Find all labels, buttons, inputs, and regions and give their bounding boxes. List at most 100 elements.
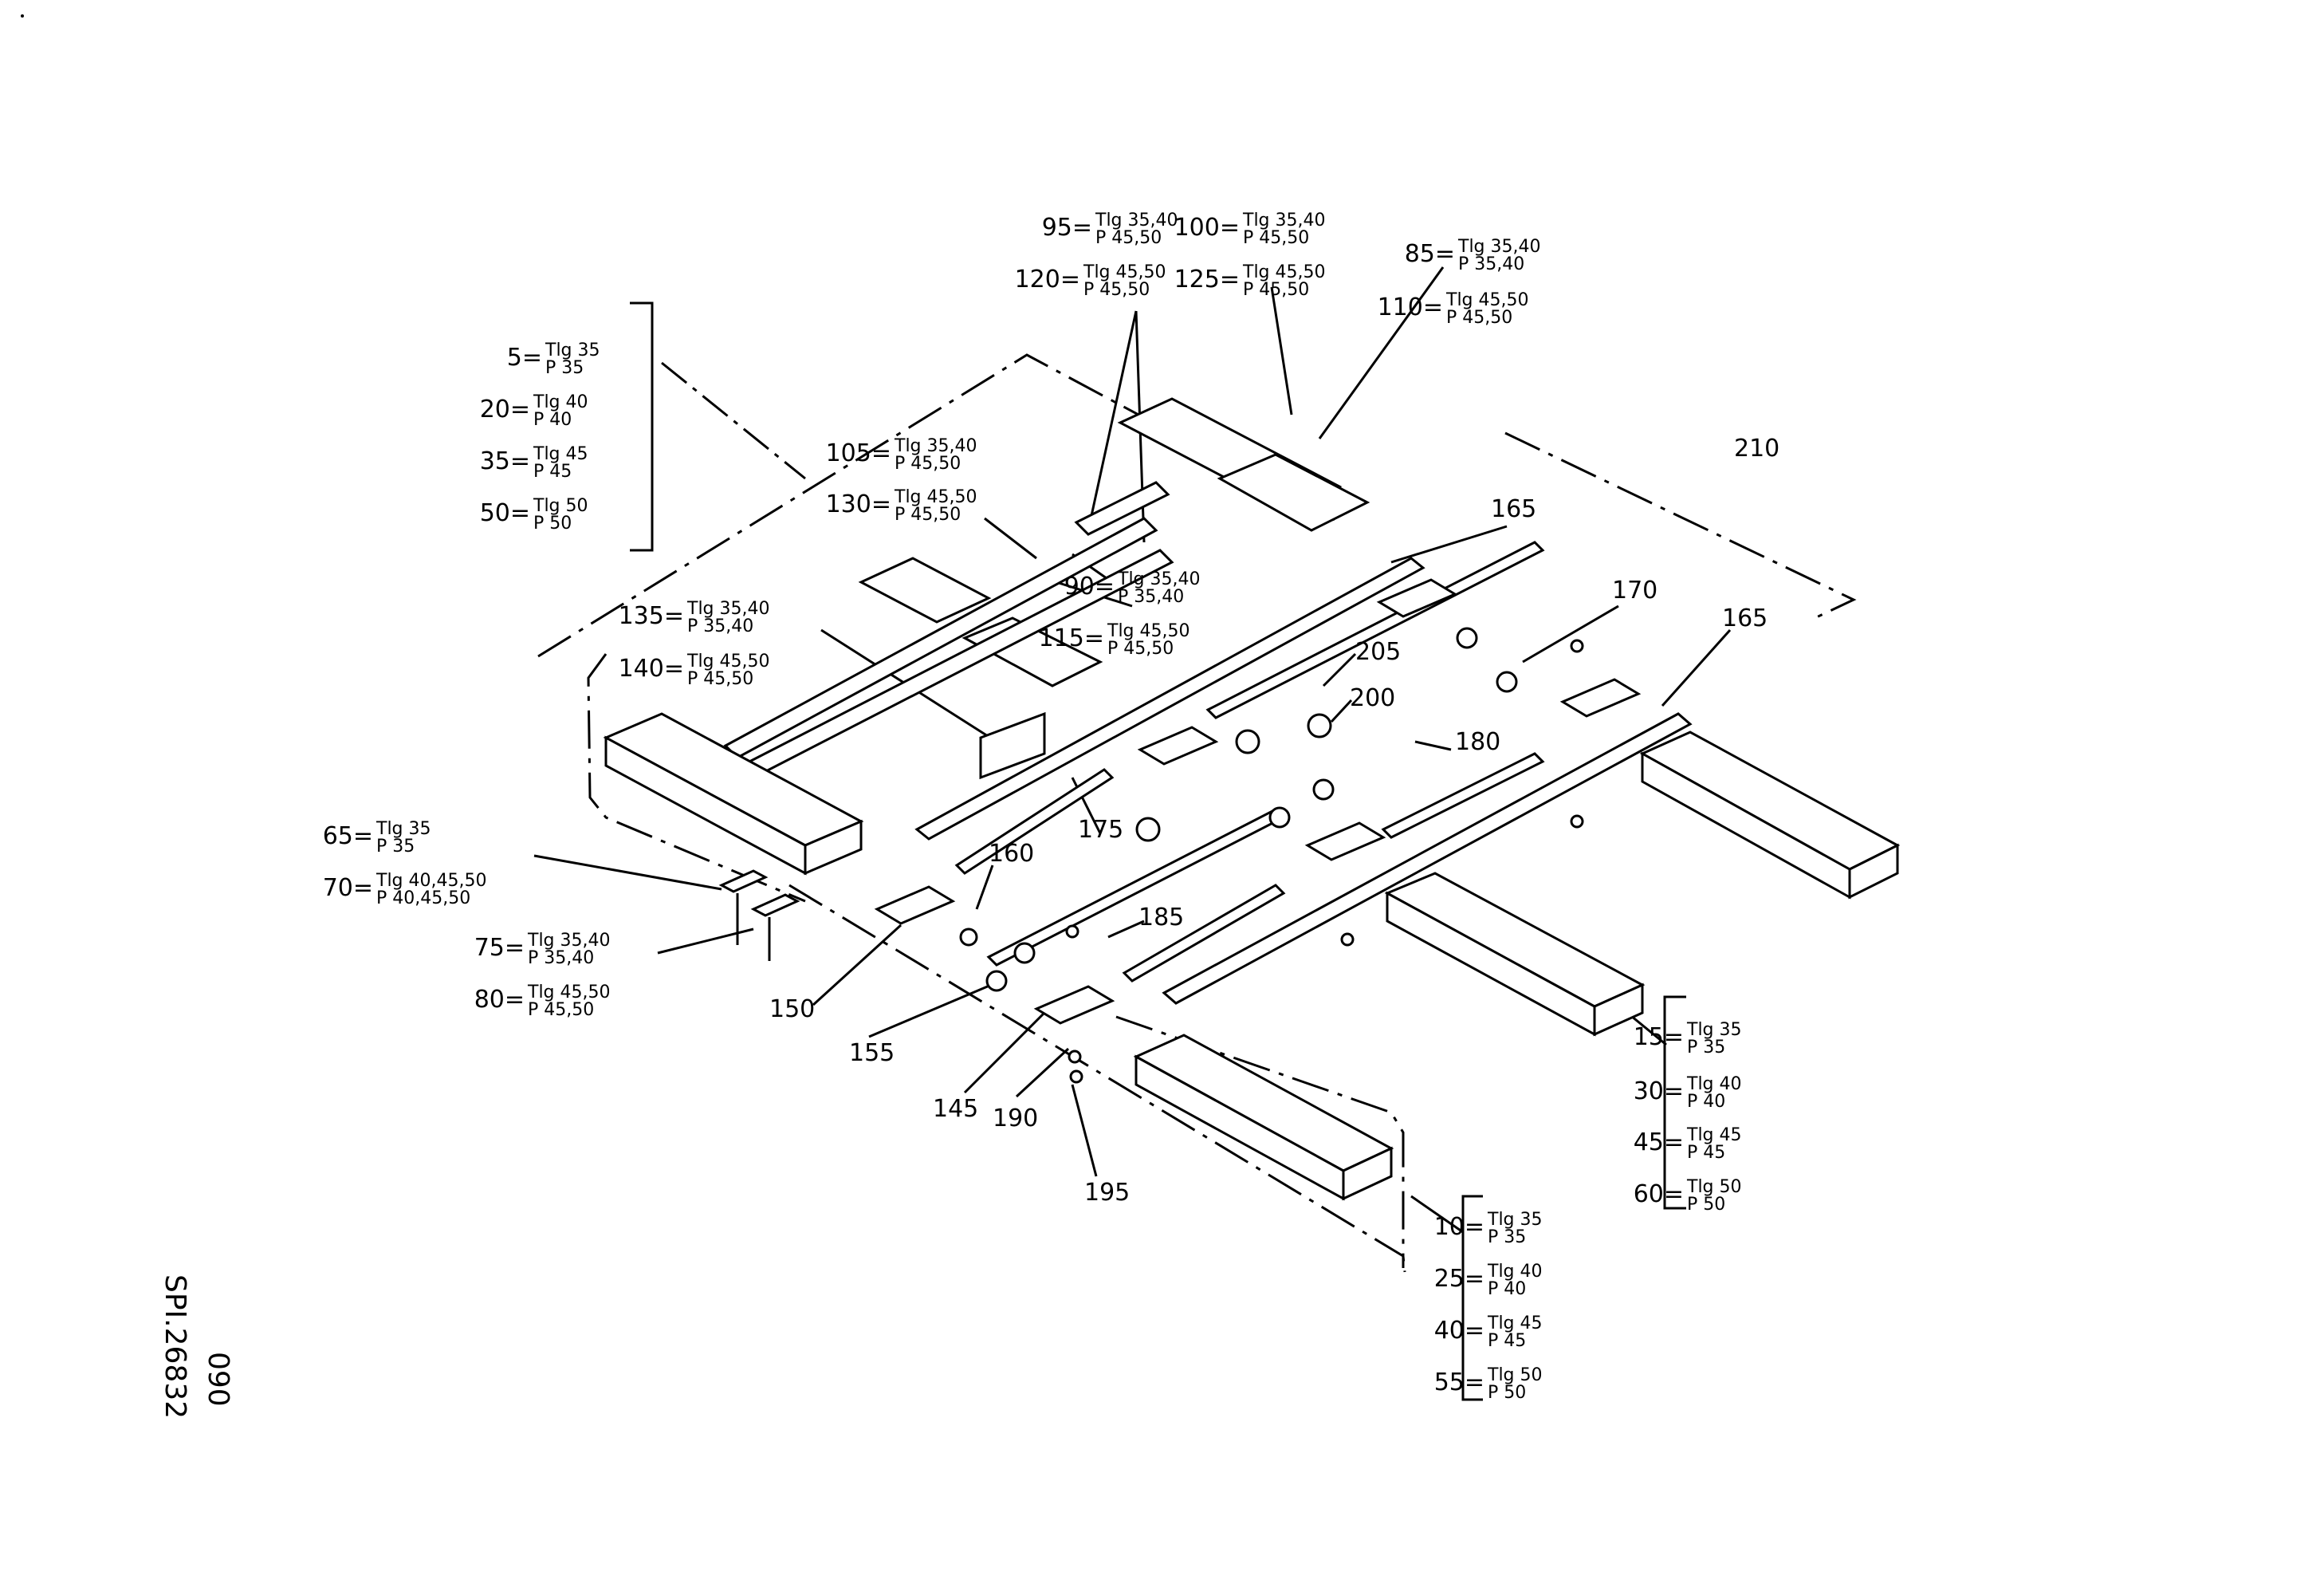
callout-tlg-line: Tlg 35,40 xyxy=(1095,211,1178,230)
part-clamp-165 xyxy=(1376,578,1458,618)
sheet-number: 090 xyxy=(202,1352,234,1407)
callout-p-line: P 45,50 xyxy=(1107,639,1174,659)
callout-number: 90= xyxy=(1064,573,1115,601)
part-number-190: 190 xyxy=(993,1105,1038,1132)
part-comb-bottom-end xyxy=(1342,1146,1393,1201)
part-plate-70 xyxy=(750,893,800,917)
part-number-205: 205 xyxy=(1355,638,1401,666)
leader-130 xyxy=(984,517,1037,560)
callout-115: 115=Tlg 45,50P 45,50 xyxy=(1039,621,1190,659)
callout-number: 135= xyxy=(619,602,684,630)
callout-110: 110=Tlg 45,50P 45,50 xyxy=(1378,290,1529,328)
callout-tlg-line: Tlg 45,50 xyxy=(686,652,770,671)
part-number-210: 210 xyxy=(1734,435,1779,463)
callout-number: 5= xyxy=(507,344,542,372)
callout-tlg-line: Tlg 35 xyxy=(1686,1020,1742,1040)
part-comb-left-end xyxy=(804,819,863,876)
part-number-145: 145 xyxy=(933,1095,978,1123)
part-number-185: 185 xyxy=(1138,904,1184,931)
part-rail-e xyxy=(1162,712,1693,1005)
callout-p-line: P 40,45,50 xyxy=(376,888,470,908)
callout-number: 125= xyxy=(1174,266,1240,293)
part-number-160: 160 xyxy=(989,840,1034,868)
part-washer-a xyxy=(1570,814,1584,829)
callout-number: 60= xyxy=(1634,1180,1684,1208)
drawing-id: SPI.26832 xyxy=(159,1274,191,1419)
callout-tlg-line: Tlg 35,40 xyxy=(686,599,770,619)
callout-15: 15=Tlg 35P 35 xyxy=(1634,1020,1742,1057)
bracket-bottom xyxy=(1461,1195,1483,1401)
callout-p-line: P 35 xyxy=(545,358,584,378)
leader-200 xyxy=(1330,699,1353,723)
callout-tlg-line: Tlg 45,50 xyxy=(1242,262,1326,282)
part-clamp-left xyxy=(858,557,992,624)
callout-number: 45= xyxy=(1634,1128,1684,1156)
callout-p-line: P 50 xyxy=(1687,1195,1725,1215)
callout-tlg-line: Tlg 40 xyxy=(1686,1074,1742,1094)
part-comb-right-end xyxy=(1848,843,1899,900)
callout-p-line: P 40 xyxy=(1687,1092,1725,1112)
part-bushing-g xyxy=(1013,942,1036,964)
part-tube-175 xyxy=(954,768,1115,875)
left-boundary-line xyxy=(587,653,806,903)
callout-tlg-line: Tlg 35 xyxy=(545,341,600,360)
leader-75 xyxy=(657,927,754,955)
callout-number: 25= xyxy=(1434,1265,1484,1293)
leader-120a xyxy=(1087,310,1138,531)
part-bushing-b xyxy=(1135,817,1161,842)
callout-tlg-line: Tlg 35,40 xyxy=(894,436,977,456)
part-rail-d xyxy=(914,557,1425,841)
callout-tlg-line: Tlg 50 xyxy=(1686,1177,1742,1197)
callout-45: 45=Tlg 45P 45 xyxy=(1634,1125,1742,1163)
part-comb-mid-end xyxy=(1593,983,1644,1037)
callout-tlg-line: Tlg 35 xyxy=(1487,1210,1543,1230)
part-number-180: 180 xyxy=(1455,728,1500,756)
leader-5 xyxy=(661,361,806,480)
leader-165a xyxy=(1390,525,1508,564)
part-number-165: 165 xyxy=(1491,495,1536,523)
callout-number: 15= xyxy=(1634,1023,1684,1051)
callout-number: 75= xyxy=(474,934,525,962)
callout-number: 85= xyxy=(1405,240,1455,268)
callout-tlg-line: Tlg 35,40 xyxy=(1242,211,1326,230)
callout-p-line: P 45,50 xyxy=(1083,280,1150,300)
part-screw-a xyxy=(1570,639,1584,653)
callout-p-line: P 35,40 xyxy=(528,948,594,968)
callout-number: 35= xyxy=(480,447,530,475)
callout-65: 65=Tlg 35P 35 xyxy=(323,819,431,857)
callout-tlg-line: Tlg 50 xyxy=(1487,1365,1543,1385)
leader-160 xyxy=(975,864,994,910)
lower-right-boundary xyxy=(1115,1015,1405,1268)
callout-p-line: P 40 xyxy=(533,410,572,430)
callout-p-line: P 50 xyxy=(533,514,572,534)
part-bracket-135 xyxy=(979,711,1046,780)
part-tube-long xyxy=(1122,884,1286,983)
callout-number: 30= xyxy=(1634,1077,1684,1105)
callout-number: 20= xyxy=(480,396,530,423)
callout-tlg-line: Tlg 45,50 xyxy=(1083,262,1166,282)
callout-60: 60=Tlg 50P 50 xyxy=(1634,1177,1742,1215)
callout-tlg-line: Tlg 40,45,50 xyxy=(376,871,486,891)
callout-40: 40=Tlg 45P 45 xyxy=(1434,1313,1543,1351)
callout-number: 110= xyxy=(1378,293,1443,321)
corner-mark xyxy=(21,14,24,18)
callout-90: 90=Tlg 35,40P 35,40 xyxy=(1064,569,1201,607)
callout-50: 50=Tlg 50P 50 xyxy=(480,496,588,534)
leader-190 xyxy=(1015,1047,1070,1098)
callout-p-line: P 45,50 xyxy=(1243,228,1309,248)
right-boundary-line xyxy=(1504,431,1857,622)
callout-105: 105=Tlg 35,40P 45,50 xyxy=(826,436,977,474)
callout-p-line: P 45,50 xyxy=(687,669,753,689)
outline-linework xyxy=(533,266,1857,1401)
part-number-175: 175 xyxy=(1078,816,1123,844)
callout-number: 120= xyxy=(1015,266,1080,293)
callout-number: 140= xyxy=(619,655,684,683)
callout-tlg-line: Tlg 40 xyxy=(533,392,588,412)
callout-number: 80= xyxy=(474,986,525,1014)
callout-number: 40= xyxy=(1434,1317,1484,1345)
callout-number: 95= xyxy=(1042,214,1092,242)
callout-tlg-line: Tlg 45 xyxy=(533,444,588,464)
callout-p-line: P 40 xyxy=(1488,1279,1526,1299)
